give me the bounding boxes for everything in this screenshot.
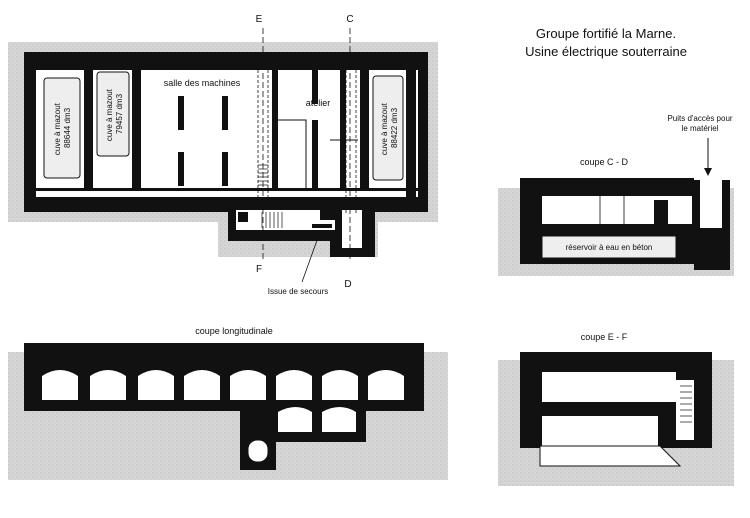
machine-room-label: salle des machines xyxy=(164,78,241,88)
section-cd-title: coupe C - D xyxy=(580,157,629,167)
drawing-title-line1: Groupe fortifié la Marne. xyxy=(536,26,676,41)
tank-2-label: cuve à mazout 79457 dm3 xyxy=(105,87,124,141)
drawing-title-line2: Usine électrique souterraine xyxy=(525,44,687,59)
water-tank-label: réservoir à eau en béton xyxy=(566,243,653,252)
tank-1 xyxy=(43,77,81,179)
cut-letter-f: F xyxy=(256,264,262,275)
section-longitudinal: coupe longitudinale xyxy=(8,326,448,480)
section-ef-title: coupe E - F xyxy=(581,332,628,342)
workshop-label: atelier xyxy=(306,98,331,108)
cut-letter-d: D xyxy=(344,279,351,290)
tank-3 xyxy=(372,75,404,181)
access-shaft-label-1: Puits d'accès pour xyxy=(667,114,732,123)
section-long-title: coupe longitudinale xyxy=(195,326,273,336)
access-arrow xyxy=(704,168,712,176)
cut-letter-e: E xyxy=(256,14,263,25)
tank-2 xyxy=(96,71,130,157)
vault-row-upper xyxy=(42,370,404,400)
section-cd: coupe C - D Puits d'accès pour le matéri… xyxy=(498,114,734,276)
floor-plan: cuve à mazout 88644 dm3 cuve à mazout 79… xyxy=(8,14,438,296)
access-shaft-label-2: le matériel xyxy=(682,124,719,133)
vault-row-lower xyxy=(278,407,356,432)
section-ef: coupe E - F xyxy=(498,332,734,486)
emergency-exit-label: Issue de secours xyxy=(268,287,328,296)
tank-1-label: cuve à mazout 88644 dm3 xyxy=(53,101,72,155)
tank-3-label: cuve à mazout 88422 dm3 xyxy=(380,101,399,155)
cut-letter-c: C xyxy=(346,14,353,25)
